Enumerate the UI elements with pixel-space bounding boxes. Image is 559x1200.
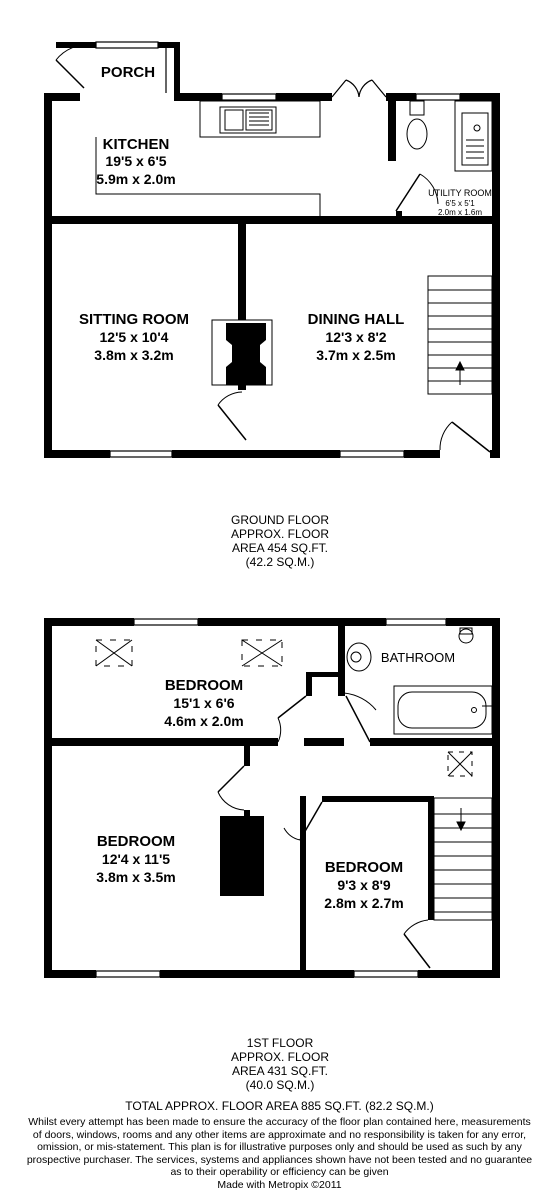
room-labels: PORCH KITCHEN 19'5 x 6'5 5.9m x 2.0m UTI… [79, 64, 492, 911]
ground-interior-walls [52, 93, 500, 390]
first-doors [217, 692, 431, 969]
bedroom-top-imperial: 15'1 x 6'6 [173, 695, 234, 711]
bathroom-label: BATHROOM [381, 650, 455, 665]
bedroom-left-metric: 3.8m x 3.5m [96, 869, 175, 885]
sitting-room-imperial: 12'5 x 10'4 [100, 329, 169, 345]
utility-imperial: 6'5 x 5'1 [445, 199, 475, 208]
bedroom-left-label: BEDROOM [97, 833, 175, 850]
disclaimer-line: as to their operability or efficiency ca… [170, 1166, 389, 1178]
bedroom-left-imperial: 12'4 x 11'5 [102, 851, 170, 867]
skylights [95, 639, 473, 777]
ground-floor-caption-line: AREA 454 SQ.FT. [231, 541, 329, 555]
first-windows [95, 618, 447, 978]
first-interior-walls [52, 626, 500, 970]
bedroom-top-label: BEDROOM [165, 677, 243, 694]
ground-stairs [427, 275, 493, 395]
utility-fittings [395, 100, 493, 212]
ground-outer-walls [44, 93, 500, 458]
ground-floor-caption-line: (42.2 SQ.M.) [245, 555, 315, 569]
french-doors [331, 79, 387, 98]
ground-floor-caption-line: APPROX. FLOOR [230, 527, 330, 541]
bedroom-right-imperial: 9'3 x 8'9 [337, 877, 391, 893]
bedroom-top-metric: 4.6m x 2.0m [164, 713, 243, 729]
kitchen-metric: 5.9m x 2.0m [96, 171, 175, 187]
sitting-room-label: SITTING ROOM [79, 311, 189, 328]
ground-floor-plan [44, 41, 500, 458]
utility-label: UTILITY ROOM [428, 188, 492, 198]
first-floor-caption-line: (40.0 SQ.M.) [245, 1078, 315, 1092]
bedroom-right-label: BEDROOM [325, 859, 403, 876]
kitchen-label: KITCHEN [103, 136, 170, 153]
utility-metric: 2.0m x 1.6m [438, 208, 482, 217]
first-floor-caption-line: AREA 431 SQ.FT. [231, 1064, 329, 1078]
dining-hall-label: DINING HALL [308, 311, 405, 328]
ground-floor-caption-line: GROUND FLOOR [230, 513, 329, 527]
kitchen-fittings [95, 100, 321, 216]
disclaimer-line: prospective purchaser. The services, sys… [26, 1153, 533, 1166]
dining-hall-imperial: 12'3 x 8'2 [325, 329, 386, 345]
bedroom-right-metric: 2.8m x 2.7m [324, 895, 403, 911]
first-floor-caption-line: APPROX. FLOOR [230, 1050, 330, 1064]
kitchen-imperial: 19'5 x 6'5 [105, 153, 166, 169]
dining-hall-metric: 3.7m x 2.5m [316, 347, 395, 363]
fireplace [211, 319, 273, 386]
first-floor-caption: 1ST FLOOR APPROX. FLOOR AREA 431 SQ.FT. … [180, 1036, 380, 1092]
ground-floor-caption: GROUND FLOOR APPROX. FLOOR AREA 454 SQ.F… [180, 513, 380, 569]
chimney-breast [220, 816, 264, 896]
total-floor-area: TOTAL APPROX. FLOOR AREA 885 SQ.FT. (82.… [125, 1099, 434, 1113]
first-outer-walls [44, 618, 500, 978]
ground-doors [217, 391, 491, 453]
disclaimer-line: of doors, windows, rooms and any other i… [32, 1128, 527, 1141]
porch-label: PORCH [101, 64, 155, 81]
first-floor-plan [44, 618, 500, 978]
first-floor-caption-line: 1ST FLOOR [246, 1036, 314, 1050]
first-stairs [433, 797, 493, 921]
sitting-room-metric: 3.8m x 3.2m [94, 347, 173, 363]
disclaimer-line: omission, or mis-statement. This plan is… [37, 1141, 522, 1153]
ground-windows [95, 41, 461, 458]
disclaimer: Whilst every attempt has been made to en… [4, 1116, 555, 1191]
disclaimer-line: Made with Metropix ©2011 [217, 1178, 342, 1191]
porch-walls [55, 42, 180, 101]
disclaimer-line: Whilst every attempt has been made to en… [28, 1116, 531, 1128]
bathroom-fittings [346, 627, 493, 735]
